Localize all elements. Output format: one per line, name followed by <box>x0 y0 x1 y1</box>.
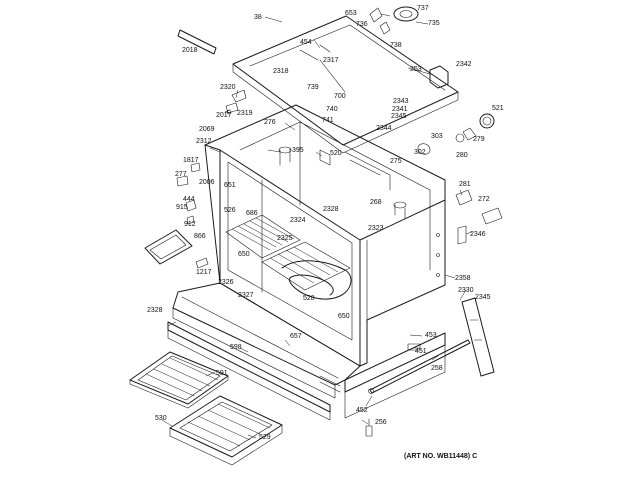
label-651: 651 <box>224 182 236 189</box>
label-2006: 2006 <box>199 179 215 186</box>
label-272: 272 <box>478 196 490 203</box>
label-526: 526 <box>224 207 236 214</box>
label-2018: 2018 <box>182 47 198 54</box>
label-2345-side: 2345 <box>475 294 491 301</box>
art-number-caption: (ART NO. WB11448) C <box>404 453 477 460</box>
label-866: 866 <box>194 233 206 240</box>
label-2326: 2326 <box>218 279 234 286</box>
leader-lines <box>161 13 473 439</box>
label-521: 521 <box>492 105 504 112</box>
label-277: 277 <box>175 171 187 178</box>
broil-pan-529 <box>169 395 283 466</box>
label-736: 736 <box>356 21 368 28</box>
support-rod-258 <box>368 339 471 394</box>
label-2318: 2318 <box>273 68 289 75</box>
label-739: 739 <box>307 84 319 91</box>
label-2317: 2317 <box>323 57 339 64</box>
label-737: 737 <box>417 5 429 12</box>
label-650: 650 <box>238 251 250 258</box>
label-395: 395 <box>292 147 304 154</box>
label-915: 915 <box>176 204 188 211</box>
label-2312: 2312 <box>196 138 212 145</box>
label-657: 657 <box>290 333 302 340</box>
label-2330: 2330 <box>458 287 474 294</box>
label-280: 280 <box>456 152 468 159</box>
part-2342 <box>429 65 449 89</box>
oven-door <box>167 282 361 421</box>
broil-pan-591 <box>129 351 229 409</box>
label-738: 738 <box>390 42 402 49</box>
label-253: 253 <box>410 66 422 73</box>
small-brackets-left <box>225 89 247 115</box>
label-740: 740 <box>326 106 338 113</box>
label-268: 268 <box>370 199 382 206</box>
terminal-block <box>455 189 503 245</box>
top-panel <box>232 15 459 154</box>
label-1217: 1217 <box>196 269 212 276</box>
oven-body <box>204 104 446 367</box>
label-2320: 2320 <box>220 84 236 91</box>
leveler-256 <box>365 418 373 437</box>
label-735: 735 <box>428 20 440 27</box>
label-275: 275 <box>390 158 402 165</box>
label-2319: 2319 <box>237 110 253 117</box>
label-2346: 2346 <box>470 231 486 238</box>
label-2344: 2344 <box>376 125 392 132</box>
label-256: 256 <box>375 419 387 426</box>
label-529: 529 <box>259 434 271 441</box>
vent-cover-866 <box>144 229 209 269</box>
left-small-parts <box>176 162 201 225</box>
label-452: 452 <box>356 407 368 414</box>
label-2328: 2328 <box>323 206 339 213</box>
label-451: 451 <box>415 348 427 355</box>
label-650b: 650 <box>338 313 350 320</box>
label-276: 276 <box>264 119 276 126</box>
part-labels: 38 653 737 735 736 738 2018 454 2317 231… <box>147 5 504 441</box>
label-653: 653 <box>345 10 357 17</box>
label-2069: 2069 <box>199 126 215 133</box>
top-knob-assembly <box>369 6 419 35</box>
label-598: 598 <box>230 344 242 351</box>
label-912: 912 <box>184 221 196 228</box>
label-2323: 2323 <box>368 225 384 232</box>
label-2345: 2345 <box>391 113 407 120</box>
light-socket <box>417 113 495 155</box>
label-2324: 2324 <box>290 217 306 224</box>
hinge-451 <box>407 343 421 351</box>
label-1817: 1817 <box>183 157 199 164</box>
label-528: 528 <box>303 295 315 302</box>
label-454: 454 <box>300 39 312 46</box>
label-520: 520 <box>330 150 342 157</box>
label-686: 686 <box>246 210 258 217</box>
label-2328-left: 2328 <box>147 307 163 314</box>
label-741: 741 <box>322 117 334 124</box>
bake-element <box>281 260 352 300</box>
label-38: 38 <box>254 14 262 21</box>
side-panel-2345 <box>461 297 495 377</box>
oven-racks <box>225 214 351 291</box>
label-2327: 2327 <box>238 292 254 299</box>
label-2358: 2358 <box>455 275 471 282</box>
label-530: 530 <box>155 415 167 422</box>
label-302: 302 <box>414 149 426 156</box>
label-279: 279 <box>473 136 485 143</box>
label-303: 303 <box>431 133 443 140</box>
label-453: 453 <box>425 332 437 339</box>
label-444: 444 <box>183 196 195 203</box>
label-2342: 2342 <box>456 61 472 68</box>
label-2343: 2343 <box>393 98 409 105</box>
label-258: 258 <box>431 365 443 372</box>
label-700: 700 <box>334 93 346 100</box>
bracket-2018 <box>177 29 217 55</box>
label-281: 281 <box>459 181 471 188</box>
label-2017: 2017 <box>216 112 232 119</box>
label-2325: 2325 <box>277 235 293 242</box>
label-591: 591 <box>216 370 228 377</box>
label-2341: 2341 <box>392 106 408 113</box>
drawer-front <box>344 332 446 419</box>
